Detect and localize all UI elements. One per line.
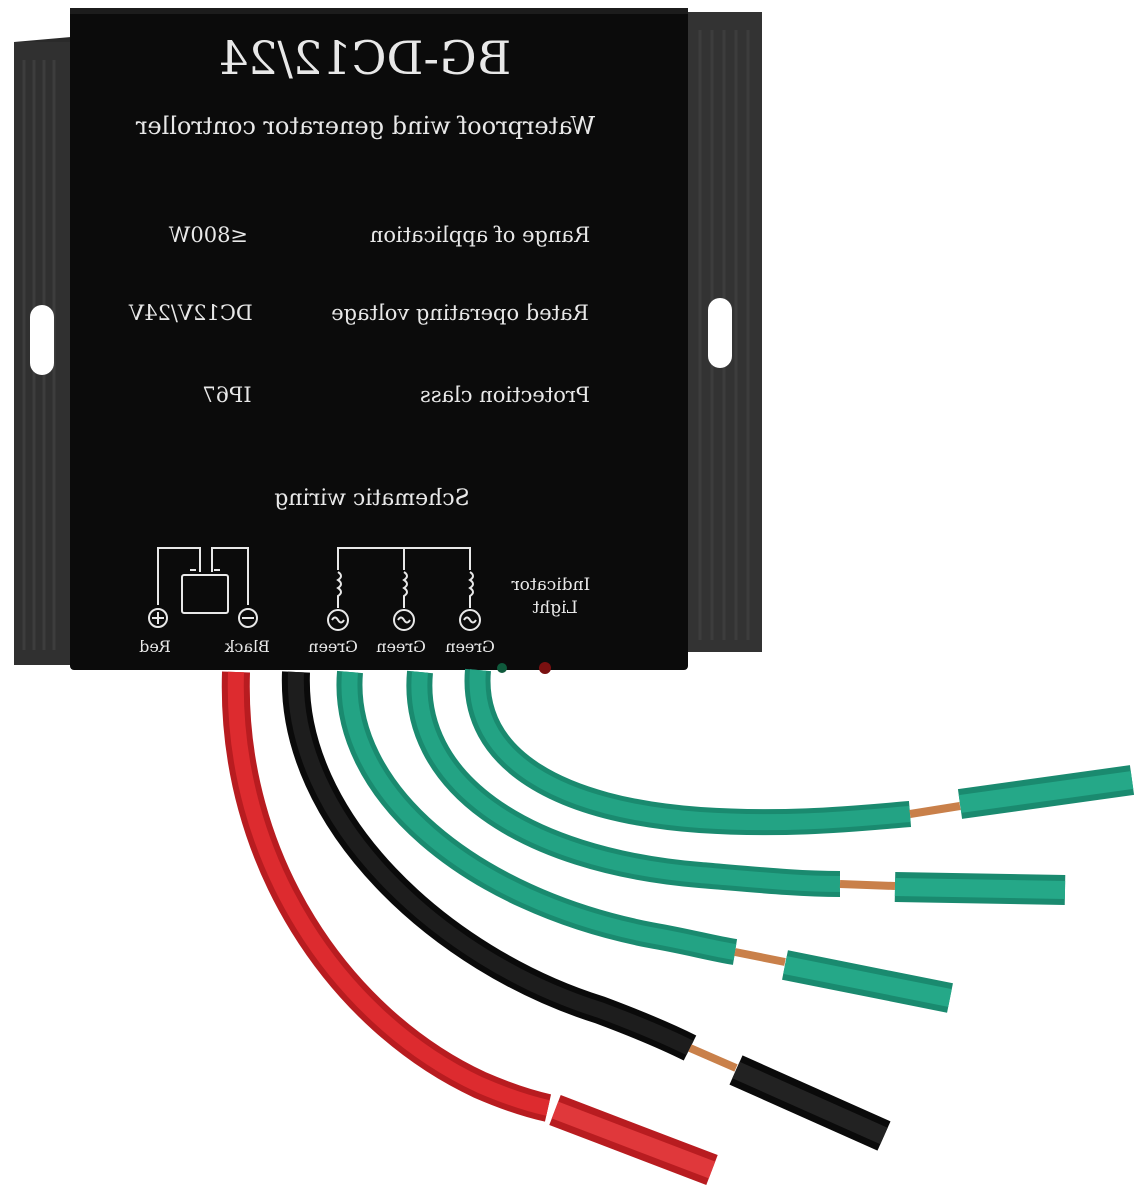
- spec-label-range: Range of application: [370, 223, 590, 247]
- indicator-led-green: [497, 663, 507, 673]
- mounting-slot-left: [30, 305, 54, 375]
- minus-terminal-icon: [238, 608, 258, 628]
- ac-input-icon-3: [459, 609, 481, 631]
- wire-label-green-1: Green: [308, 637, 358, 656]
- wire-green-2: [406, 670, 1066, 905]
- spec-label-voltage: Rated operating voltage: [331, 301, 589, 325]
- indicator-label-line2: Light: [532, 598, 578, 618]
- schematic-title: Schematic wiring: [274, 486, 469, 511]
- indicator-led-red: [539, 662, 551, 674]
- spec-label-protection: Protection class: [420, 383, 590, 407]
- wire-label-red: Red: [139, 637, 171, 656]
- device-subtitle: Waterproof wind generator controller: [135, 112, 595, 140]
- battery-icon: [181, 574, 229, 614]
- wire-green-1: [336, 670, 953, 1013]
- spec-value-voltage: DC12V/24V: [128, 301, 253, 325]
- wiring-schematic: [148, 547, 481, 631]
- wire-green-3: [464, 668, 1135, 836]
- wire-red: [221, 671, 718, 1185]
- wire-label-green-3: Green: [445, 637, 495, 656]
- ac-input-icon-2: [393, 609, 415, 631]
- indicator-label-line1: Indicator: [511, 575, 591, 595]
- printed-labels: BG-DC12/24 Waterproof wind generator con…: [128, 31, 595, 656]
- wire-label-black: Black: [224, 637, 269, 656]
- spec-value-range: ≤800W: [168, 223, 248, 247]
- wire-black: [281, 671, 891, 1151]
- spec-value-protection: IP67: [202, 383, 251, 407]
- controller-body: [70, 8, 688, 670]
- ac-input-icon-1: [327, 609, 349, 631]
- mounting-slot-right: [708, 298, 732, 368]
- wire-label-green-2: Green: [376, 637, 426, 656]
- plus-terminal-icon: [148, 608, 168, 628]
- model-title: BG-DC12/24: [219, 31, 511, 85]
